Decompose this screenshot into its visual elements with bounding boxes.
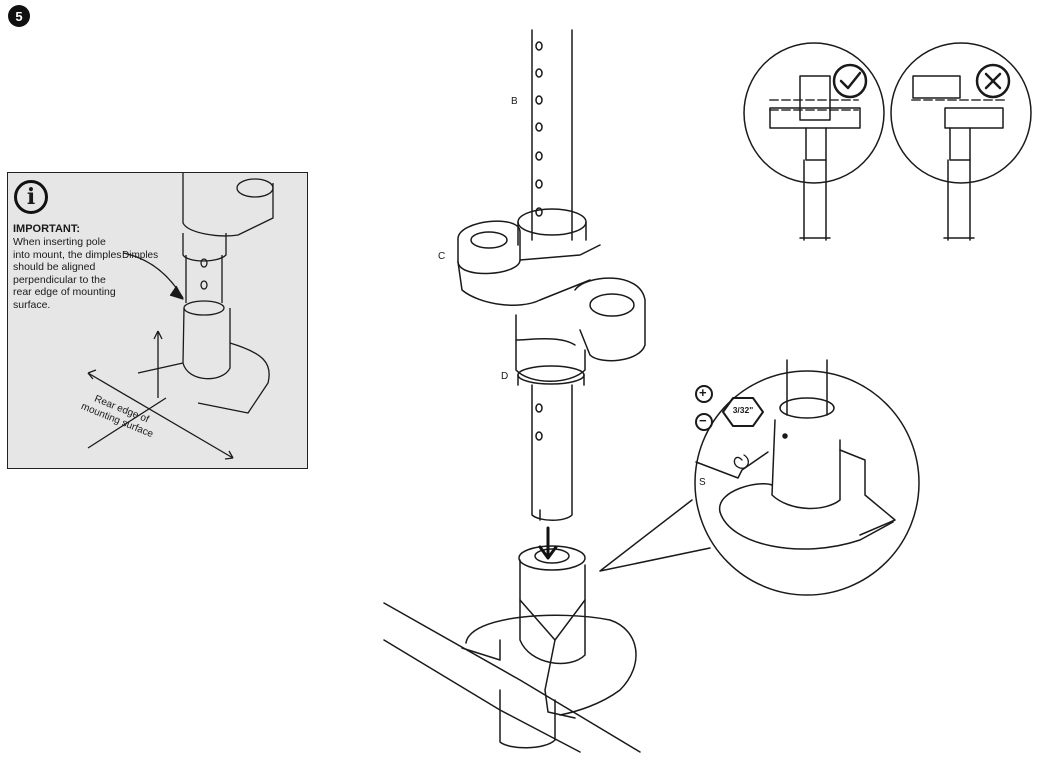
dimples-label: Dimples <box>122 250 159 261</box>
callout-b: B <box>511 96 518 107</box>
collar-c <box>457 208 601 306</box>
rotate-minus-icon <box>695 413 713 431</box>
alignment-correct <box>743 42 885 241</box>
hex-key <box>695 451 769 479</box>
step-number-badge: 5 <box>8 5 30 27</box>
arm-d <box>515 277 646 386</box>
info-icon: i <box>14 180 48 214</box>
callout-s: S <box>699 477 706 488</box>
important-info-panel: i IMPORTANT: When inserting pole into mo… <box>7 172 308 469</box>
info-body: When inserting pole into mount, the dimp… <box>13 236 122 311</box>
check-icon <box>832 63 868 99</box>
pole-dimples <box>535 41 543 441</box>
x-icon <box>975 63 1011 99</box>
hex-size-icon <box>722 397 764 427</box>
hex-key-size-label: 3/32" <box>732 405 754 415</box>
callout-d: D <box>501 371 509 382</box>
insert-arrow <box>538 526 558 560</box>
dimples-diagram <box>87 173 274 460</box>
desk-surface <box>383 602 641 753</box>
minus-sign: − <box>699 413 707 428</box>
base-clamp <box>461 545 637 749</box>
zoom-detail <box>719 359 896 550</box>
alignment-incorrect <box>890 42 1032 241</box>
rotate-plus-icon <box>695 385 713 403</box>
callout-c: C <box>438 251 446 262</box>
plus-sign: + <box>699 385 707 400</box>
pole <box>531 29 573 521</box>
info-heading: IMPORTANT: <box>13 223 81 235</box>
